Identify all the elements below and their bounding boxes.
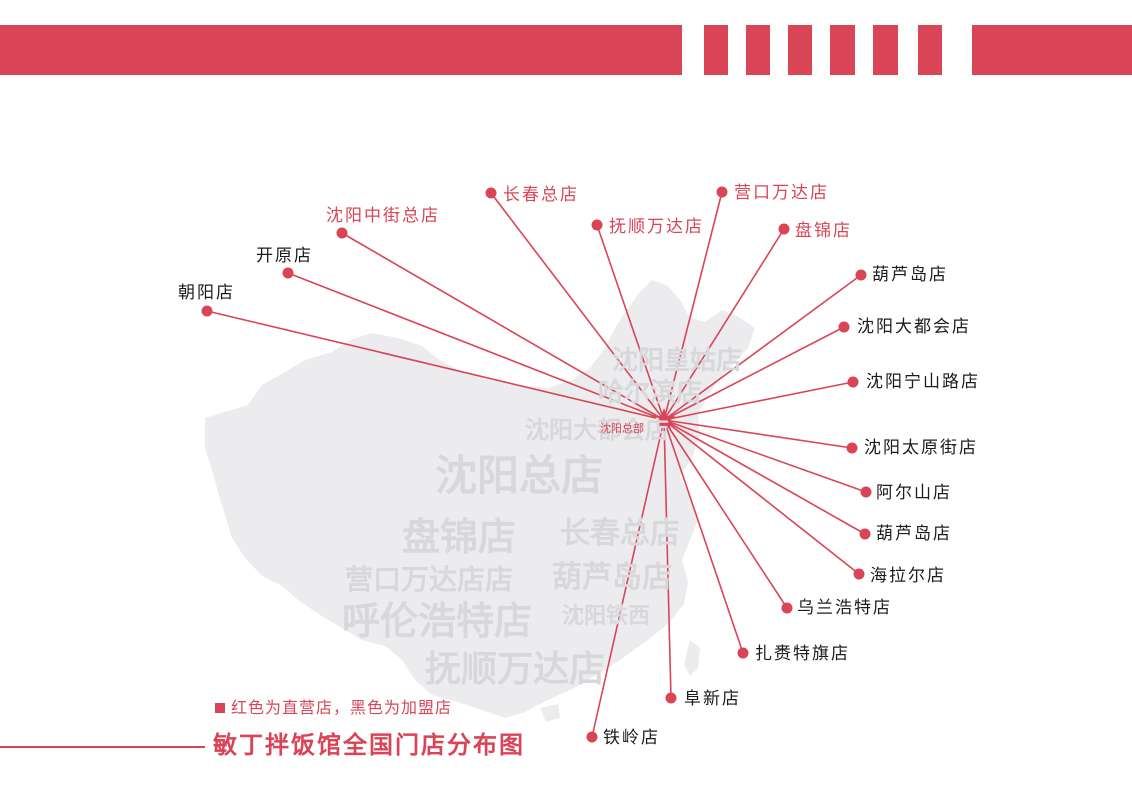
- store-label: 铁岭店: [603, 728, 660, 748]
- connector-line-panjin: [663, 228, 785, 421]
- header-band-segment: [830, 25, 855, 75]
- header-band-segment: [788, 25, 812, 75]
- header-band-segment: [873, 25, 898, 75]
- header-band-segment: [0, 25, 682, 75]
- connector-line-shenyang-ningshanlu: [663, 381, 854, 421]
- connector-line-changchun-zongdian: [490, 192, 665, 421]
- header-band-segment: [918, 25, 942, 75]
- legend-square-icon: [215, 703, 225, 713]
- taiwan-shape: [684, 640, 700, 676]
- store-label: 海拉尔店: [870, 566, 946, 586]
- connector-line-yingkou-wanda: [663, 191, 723, 421]
- hainan-shape: [540, 704, 560, 722]
- store-dot-kaiyuan: [282, 267, 294, 279]
- store-dot-panjin: [778, 223, 790, 235]
- watermark-text: 葫芦岛店: [552, 560, 672, 595]
- connector-line-kaiyuan: [287, 272, 665, 421]
- hq-star-icon: [652, 408, 676, 430]
- store-dot-aershan: [860, 486, 872, 498]
- store-label: 阿尔山店: [876, 483, 952, 503]
- store-dot-huludao-2: [859, 528, 871, 540]
- store-dot-fushun-wanda: [591, 219, 603, 231]
- store-dot-wulanhaote: [781, 602, 793, 614]
- connector-line-zhalaite-qijian: [663, 419, 744, 654]
- store-label: 营口万达店: [734, 183, 829, 203]
- header-band-segment: [704, 25, 728, 75]
- hq-label: 沈阳总部: [600, 422, 644, 435]
- legend: 红色为直营店，黑色为加盟店: [215, 694, 452, 718]
- watermark-text: 盘锦店: [402, 515, 517, 559]
- watermark-text: 哈尔滨店: [598, 378, 703, 408]
- title-underline: [0, 746, 205, 748]
- store-label: 盘锦店: [795, 221, 852, 241]
- store-label: 长春总店: [503, 185, 579, 205]
- connector-line-tieling: [591, 419, 665, 738]
- store-dot-changchun-zongdian: [485, 187, 497, 199]
- china-map-silhouette: [205, 280, 755, 718]
- connector-line-hailaer: [663, 419, 860, 575]
- page-title: 敏丁拌饭馆全国门店分布图: [213, 731, 525, 759]
- store-dot-shenyang-zhongjie: [336, 227, 348, 239]
- connector-line-wulanhaote: [663, 419, 788, 609]
- store-dot-shenyang-taiyuanjie: [846, 442, 858, 454]
- store-dot-shenyang-dadouhui: [838, 321, 850, 333]
- watermark-text: 沈阳铁西: [562, 604, 651, 629]
- store-dot-tieling: [586, 731, 598, 743]
- store-dot-shenyang-ningshanlu: [847, 376, 859, 388]
- connector-line-huludao-1: [663, 274, 862, 421]
- store-label: 葫芦岛店: [876, 524, 952, 544]
- legend-text: 红色为直营店，黑色为加盟店: [231, 698, 453, 717]
- connector-line-shenyang-taiyuanjie: [663, 419, 853, 449]
- watermark-text: 长春总店: [560, 516, 680, 551]
- watermark-text: 沈阳皇姑店: [612, 346, 743, 376]
- store-label: 沈阳太原街店: [864, 438, 978, 458]
- store-dot-hailaer: [853, 568, 865, 580]
- connector-line-shenyang-zhongjie: [341, 232, 665, 421]
- store-dot-zhalaite-qijian: [737, 647, 749, 659]
- connector-line-fuxin: [663, 419, 672, 699]
- watermark-text: 呼伦浩特店: [342, 599, 533, 643]
- watermark-text: 沈阳大都会店: [525, 416, 669, 444]
- store-label: 扎赉特旗店: [755, 644, 850, 664]
- store-label: 沈阳宁山路店: [866, 372, 980, 392]
- watermark-text: 沈阳总店: [435, 451, 604, 500]
- watermark-text: 抚顺万达店: [425, 649, 606, 690]
- store-label: 朝阳店: [178, 283, 235, 303]
- header-band-segment: [746, 25, 770, 75]
- connector-line-huludao-2: [663, 419, 866, 535]
- store-label: 开原店: [256, 246, 313, 266]
- store-label: 沈阳中街总店: [326, 206, 440, 226]
- connector-line-aershan: [663, 419, 867, 493]
- store-label: 阜新店: [684, 689, 741, 709]
- store-dot-chaoyang: [201, 305, 213, 317]
- store-label: 抚顺万达店: [609, 217, 704, 237]
- connector-line-fushun-wanda: [596, 224, 665, 421]
- store-label: 乌兰浩特店: [797, 598, 892, 618]
- store-label: 葫芦岛店: [872, 265, 948, 285]
- header-band-segment: [972, 25, 1132, 75]
- connector-line-chaoyang: [206, 310, 665, 421]
- watermark-text: 营口万达店店: [345, 563, 514, 596]
- connector-line-shenyang-dadouhui: [663, 326, 845, 421]
- store-dot-fuxin: [665, 692, 677, 704]
- store-dot-huludao-1: [855, 269, 867, 281]
- store-label: 沈阳大都会店: [857, 317, 971, 337]
- store-dot-yingkou-wanda: [716, 186, 728, 198]
